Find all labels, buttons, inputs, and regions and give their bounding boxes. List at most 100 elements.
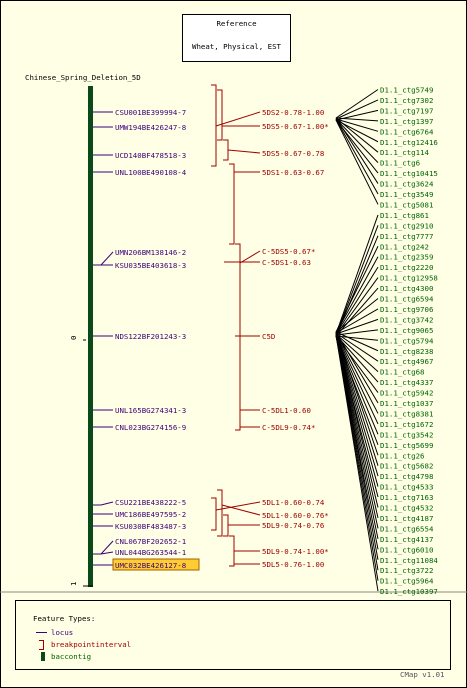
- contig-label[interactable]: D1.1_ctg861: [380, 211, 429, 220]
- contig-label[interactable]: D1.1_ctg68: [380, 368, 425, 377]
- correspondence-line: [335, 333, 379, 477]
- marker-label[interactable]: UMC186BE497595-2: [115, 510, 186, 519]
- correspondence-line: [335, 118, 379, 163]
- contig-label[interactable]: D1.1_ctg3549: [380, 190, 433, 199]
- contig-label[interactable]: D1.1_ctg6554: [380, 524, 434, 533]
- marker-label[interactable]: CNL023BG274156-9: [115, 423, 186, 432]
- contig-label[interactable]: D1.1_ctg10415: [380, 169, 438, 178]
- contig-label[interactable]: D1.1_ctg7777: [380, 232, 433, 241]
- correspondence-line: [335, 331, 379, 508]
- chromosome-bar[interactable]: [88, 86, 93, 587]
- interval-label[interactable]: 5DL9-0.74-1.00*: [262, 547, 329, 556]
- correspondence-line: [335, 329, 379, 336]
- contig-label[interactable]: D1.1_ctg5964: [380, 577, 434, 586]
- correspondence-line: [335, 335, 379, 341]
- interval-label[interactable]: 5DL5-0.76-1.00: [262, 560, 324, 569]
- contig-label[interactable]: D1.1_ctg5794: [380, 336, 434, 345]
- contig-label[interactable]: D1.1_ctg9065: [380, 326, 433, 335]
- contig-label[interactable]: D1.1_ctg12958: [380, 274, 438, 283]
- contig-label[interactable]: D1.1_ctg242: [380, 242, 429, 251]
- interval-label[interactable]: C-5DS5-0.67*: [262, 247, 315, 256]
- interval-bracket: [235, 243, 241, 337]
- contig-label[interactable]: D1.1_ctg4300: [380, 284, 433, 293]
- reference-subtitle: Wheat, Physical, EST: [192, 42, 281, 51]
- contig-label[interactable]: D1.1_ctg2910: [380, 221, 433, 230]
- marker-label[interactable]: UNL165BG274341-3: [115, 406, 186, 415]
- correspondence-line: [335, 256, 379, 334]
- contig-label[interactable]: D1.1_ctg3624: [380, 180, 434, 189]
- contig-label[interactable]: D1.1_ctg1037: [380, 399, 433, 408]
- contig-label[interactable]: D1.1_ctg2220: [380, 263, 433, 272]
- contig-label[interactable]: D1.1_ctg6010: [380, 545, 433, 554]
- contig-label[interactable]: D1.1_ctg4187: [380, 514, 433, 523]
- marker-label[interactable]: UNL044BG263544-1: [115, 548, 186, 557]
- contig-label[interactable]: D1.1_ctg3722: [380, 566, 433, 575]
- interval-label[interactable]: C5D: [262, 332, 275, 341]
- marker-label[interactable]: CSU001BE399994-7: [115, 108, 186, 117]
- marker-label[interactable]: KSU035BE403618-3: [115, 261, 186, 270]
- contig-label[interactable]: D1.1_ctg7302: [380, 96, 433, 105]
- correspondence-line: [335, 331, 379, 456]
- contig-label[interactable]: D1.1_ctg4137: [380, 535, 433, 544]
- marker-label[interactable]: UMC032BE426127-8: [115, 561, 186, 570]
- highlighted-marker-box: [112, 558, 200, 571]
- legend-item-baccontig: baccontig: [51, 652, 92, 661]
- contig-label[interactable]: D1.1_ctg7163: [380, 493, 433, 502]
- contig-label[interactable]: D1.1_ctg4533: [380, 483, 433, 492]
- interval-label[interactable]: 5DL9-0.74-0.76: [262, 521, 324, 530]
- correspondence-line: [335, 333, 379, 425]
- interval-bracket: [211, 497, 217, 531]
- reference-box[interactable]: Reference Wheat, Physical, EST: [182, 14, 291, 62]
- contig-label[interactable]: D1.1_ctg2359: [380, 253, 433, 262]
- contig-label[interactable]: D1.1_ctg5942: [380, 389, 433, 398]
- bar-icon: [41, 652, 45, 661]
- contig-label[interactable]: D1.1_ctg8238: [380, 347, 433, 356]
- interval-label[interactable]: C-5DL1-0.60: [262, 406, 311, 415]
- marker-label[interactable]: UCD140BF478518-3: [115, 151, 186, 160]
- marker-label[interactable]: NDS122BF201243-3: [115, 332, 186, 341]
- interval-label[interactable]: 5DS2-0.78-1.00: [262, 108, 324, 117]
- marker-label[interactable]: UMN206BM138146-2: [115, 248, 186, 257]
- contig-label[interactable]: D1.1_ctg114: [380, 148, 429, 157]
- contig-label[interactable]: D1.1_ctg1672: [380, 420, 433, 429]
- contig-label[interactable]: D1.1_ctg5682: [380, 462, 433, 471]
- marker-label[interactable]: UNL100BE490108-4: [115, 168, 187, 177]
- interval-bracket: [217, 89, 223, 141]
- map-title[interactable]: Chinese_Spring_Deletion_5D: [25, 73, 141, 82]
- contig-label[interactable]: D1.1_ctg9706: [380, 305, 433, 314]
- interval-bracket: [235, 335, 241, 431]
- contig-label[interactable]: D1.1_ctg26: [380, 451, 425, 460]
- contig-label[interactable]: D1.1_ctg6: [380, 159, 420, 168]
- interval-label[interactable]: C-5DS1-0.63: [262, 258, 311, 267]
- contig-label[interactable]: D1.1_ctg3742: [380, 315, 433, 324]
- contig-label[interactable]: D1.1_ctg10397: [380, 587, 438, 596]
- interval-label[interactable]: 5DS5-0.67-1.00*: [262, 122, 329, 131]
- contig-label[interactable]: D1.1_ctg11084: [380, 556, 438, 565]
- contig-label[interactable]: D1.1_ctg1397: [380, 117, 433, 126]
- contig-label[interactable]: D1.1_ctg5699: [380, 441, 433, 450]
- contig-label[interactable]: D1.1_ctg6594: [380, 295, 434, 304]
- line-icon: [36, 632, 47, 633]
- contig-label[interactable]: D1.1_ctg5749: [380, 86, 433, 95]
- interval-label[interactable]: 5DS1-0.63-0.67: [262, 168, 324, 177]
- contig-label[interactable]: D1.1_ctg4798: [380, 472, 433, 481]
- contig-label[interactable]: D1.1_ctg12416: [380, 138, 438, 147]
- interval-label[interactable]: 5DL1-0.60-0.76*: [262, 511, 329, 520]
- version-label: CMap v1.01: [400, 670, 445, 679]
- contig-label[interactable]: D1.1_ctg4532: [380, 504, 433, 513]
- marker-label[interactable]: CSU221BE438222-5: [115, 498, 186, 507]
- interval-label[interactable]: 5DS5-0.67-0.78: [262, 149, 324, 158]
- contig-label[interactable]: D1.1_ctg3542: [380, 430, 433, 439]
- contig-label[interactable]: D1.1_ctg8381: [380, 409, 433, 418]
- marker-label[interactable]: KSU030BF483487-3: [115, 522, 186, 531]
- contig-label[interactable]: D1.1_ctg5081: [380, 200, 433, 209]
- interval-label[interactable]: 5DL1-0.60-0.74: [262, 498, 325, 507]
- contig-label[interactable]: D1.1_ctg4337: [380, 378, 433, 387]
- marker-label[interactable]: UMW194BE426247-8: [115, 123, 186, 132]
- interval-leader: [215, 501, 261, 511]
- contig-label[interactable]: D1.1_ctg7197: [380, 106, 433, 115]
- interval-label[interactable]: C-5DL9-0.74*: [262, 423, 315, 432]
- contig-label[interactable]: D1.1_ctg4967: [380, 357, 433, 366]
- contig-label[interactable]: D1.1_ctg6764: [380, 127, 434, 136]
- marker-label[interactable]: CNL067BF202652-1: [115, 537, 186, 546]
